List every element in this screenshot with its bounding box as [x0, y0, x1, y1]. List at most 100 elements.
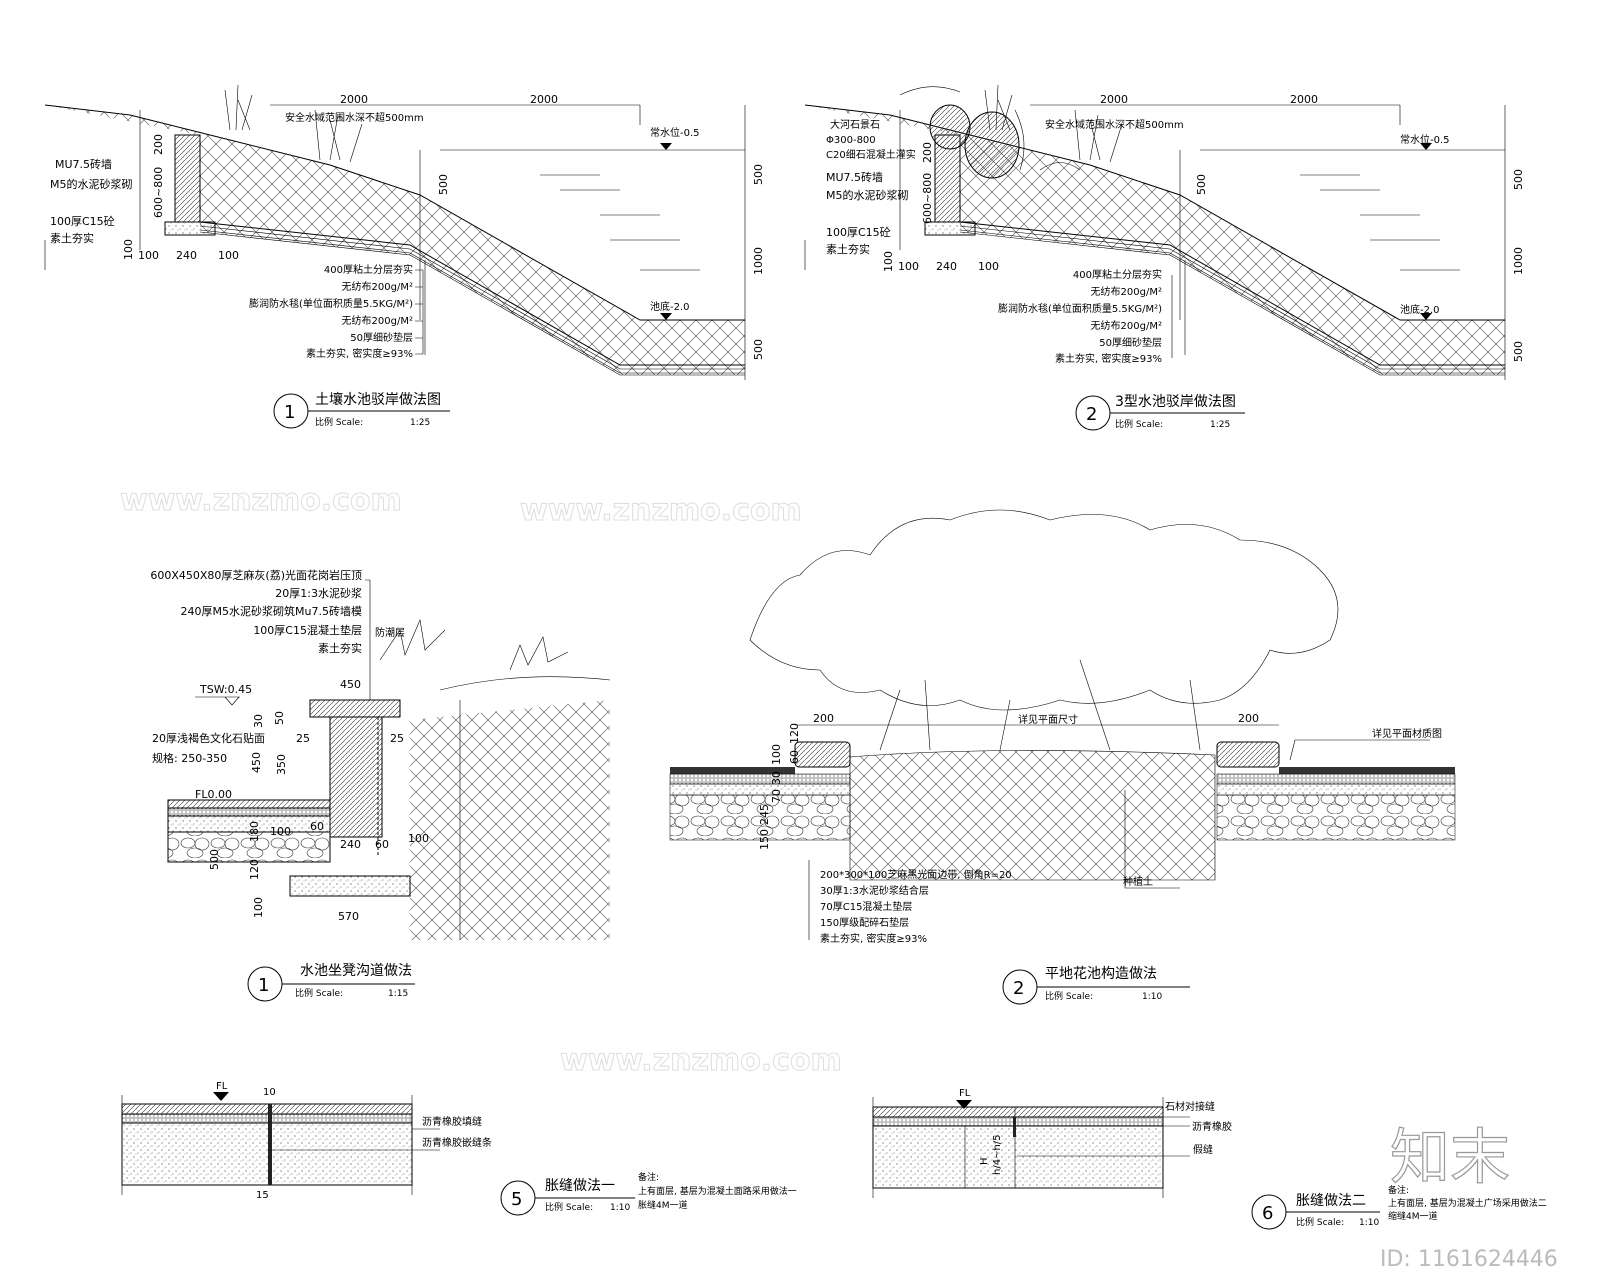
dim-240: 240	[176, 249, 197, 262]
dim: 450	[250, 752, 263, 773]
layer-callouts: 600X450X80厚芝麻灰(荔)光面花岗岩压顶 20厚1:3水泥砂浆 240厚…	[150, 568, 362, 655]
watermark: www.znzmo.com www.znzmo.com www.znzmo.co…	[120, 483, 1558, 1273]
layer-label: 30厚1:3水泥砂浆结合层	[820, 884, 929, 897]
plan-size-note: 详见平面尺寸	[1018, 713, 1078, 726]
note-line: 胀缝4M一道	[638, 1199, 688, 1211]
dim: 70	[770, 789, 783, 803]
layer-label: 400厚粘土分层夯实	[1073, 268, 1162, 281]
detail-2-pool-bank-section: 2000 2000 安全水域范围水深不超500mm 常水位-0.5 池底-2.0…	[804, 84, 1525, 431]
detail-number: 1	[258, 975, 269, 996]
dim: 350	[275, 754, 288, 775]
layer-label: 600X450X80厚芝麻灰(荔)光面花岗岩压顶	[150, 568, 362, 582]
label: C20细石混凝土灌实	[826, 148, 916, 161]
dim-200: 200	[152, 134, 165, 155]
dim-100: 100	[882, 251, 895, 272]
dim-joint-depth: h/4~h/5	[992, 1134, 1003, 1175]
dim-100: 100	[978, 260, 999, 273]
floor-level-mark: FL	[216, 1081, 228, 1092]
layer-label: 20厚1:3水泥砂浆	[275, 586, 362, 600]
layer-label: 无纺布200g/M²	[1091, 319, 1162, 332]
scale-value: 1:25	[410, 418, 430, 428]
scale-label: 比例 Scale:	[1045, 990, 1093, 1002]
dim-2000: 2000	[1290, 93, 1318, 106]
scale-value: 1:10	[610, 1203, 630, 1213]
layer-callouts: 400厚粘土分层夯实 无纺布200g/M² 膨润防水毯(单位面积质量5.5KG/…	[249, 263, 424, 360]
note-line: 上有面层, 基层为混凝土广场采用做法二	[1388, 1197, 1547, 1209]
detail-title: 土壤水池驳岸做法图	[315, 391, 441, 408]
dim-1000: 1000	[1512, 247, 1525, 275]
detail-1-pool-bank-section: 2000 2000 安全水域范围水深不超500mm 常水位-0.5 池底-2.0…	[44, 84, 765, 429]
dim: 100	[270, 825, 291, 838]
label: 大河石景石	[830, 118, 880, 131]
watermark-site: www.znzmo.com	[560, 1043, 842, 1078]
watermark-site: www.znzmo.com	[120, 483, 402, 518]
dim-500: 500	[437, 174, 450, 195]
dim: 180	[248, 821, 261, 842]
note-line: 缩缝4M一道	[1388, 1210, 1438, 1222]
detail-title-block: 2 平地花池构造做法 比例 Scale: 1:10	[1002, 966, 1190, 1005]
label: MU7.5砖墙	[55, 157, 112, 171]
paving-left	[669, 767, 851, 841]
dim: 240	[340, 838, 361, 851]
pool-bottom-mark: 池底-2.0	[1400, 303, 1440, 316]
detail-title-block: 5 胀缝做法一 比例 Scale: 1:10 备注: 上有面层, 基层为混凝土面…	[500, 1171, 797, 1216]
dim: 60	[788, 750, 801, 764]
detail-title: 胀缝做法二	[1296, 1193, 1366, 1209]
detail-number: 2	[1013, 978, 1024, 999]
water-level-mark: 常水位-0.5	[1400, 133, 1450, 146]
scale-label: 比例 Scale:	[1296, 1216, 1344, 1228]
scale-value: 1:15	[388, 989, 408, 999]
dim-10: 10	[263, 1087, 276, 1098]
detail-6-expansion-joint-section: FL H h/4~h/5 石材对接缝 沥青橡胶 假缝 6 胀缝做法二 比例 Sc…	[872, 1088, 1547, 1230]
watermark-site: www.znzmo.com	[520, 493, 802, 528]
layer-label: 100厚C15混凝土垫层	[253, 623, 362, 637]
detail-number: 2	[1086, 404, 1097, 425]
dim-200: 200	[1238, 712, 1259, 725]
detail-title-block: 2 3型水池驳岸做法图 比例 Scale: 1:25	[1075, 394, 1245, 431]
layer-label: 70厚C15混凝土垫层	[820, 900, 912, 913]
dim-200: 200	[813, 712, 834, 725]
dim-200: 200	[921, 142, 934, 163]
dim: 120	[788, 723, 801, 744]
dim: 245	[758, 804, 771, 825]
detail-number: 6	[1262, 1203, 1273, 1224]
label: M5的水泥砂浆砌	[826, 188, 909, 202]
tsw-elevation: TSW:0.45	[199, 683, 252, 696]
label: M5的水泥砂浆砌	[50, 177, 133, 191]
tree-canopy-outline	[749, 509, 1339, 751]
layer-label: 膨润防水毯(单位面积质量5.5KG/M²)	[249, 297, 413, 310]
dim-15: 15	[256, 1190, 269, 1201]
dim-2000: 2000	[340, 93, 368, 106]
layer-label: 膨润防水毯(单位面积质量5.5KG/M²)	[998, 302, 1162, 315]
dim-240: 240	[936, 260, 957, 273]
label: MU7.5砖墙	[826, 170, 883, 184]
detail-number: 5	[511, 1189, 522, 1210]
stone-spec: 规格: 250-350	[152, 751, 227, 765]
layer-label: 素土夯实	[318, 641, 362, 655]
detail-4-flower-bed-section: 200 200 详见平面尺寸 详见平面材质图 种植土 100 60 120 30…	[669, 509, 1456, 1005]
dim-2000: 2000	[1100, 93, 1128, 106]
scale-label: 比例 Scale:	[545, 1201, 593, 1213]
floor-elevation: FL0.00	[195, 788, 232, 801]
layer-label: 素土夯实, 密实度≥93%	[1055, 352, 1162, 365]
label: 100厚C15砼	[50, 215, 115, 228]
note-title: 备注:	[1388, 1184, 1409, 1196]
dim: 100	[770, 744, 783, 765]
paving-right	[1216, 767, 1456, 841]
dim: 570	[338, 910, 359, 923]
layer-label: 素土夯实, 密实度≥93%	[820, 932, 927, 945]
dim: 25	[296, 732, 310, 745]
watermark-id: ID: 1161624446	[1380, 1247, 1558, 1272]
layer-label: 400厚粘土分层夯实	[324, 263, 413, 276]
dim-500: 500	[752, 164, 765, 185]
dim: 30	[252, 714, 265, 728]
scale-label: 比例 Scale:	[295, 987, 343, 999]
detail-number: 1	[284, 402, 295, 423]
scale-value: 1:25	[1210, 420, 1230, 430]
note-title: 备注:	[638, 1171, 659, 1183]
note-line: 上有面层, 基层为混凝土面路采用做法一	[638, 1185, 797, 1197]
label: 100厚C15砼	[826, 226, 891, 239]
dim: 450	[340, 678, 361, 691]
dim-100: 100	[218, 249, 239, 262]
dim: 50	[273, 711, 286, 725]
